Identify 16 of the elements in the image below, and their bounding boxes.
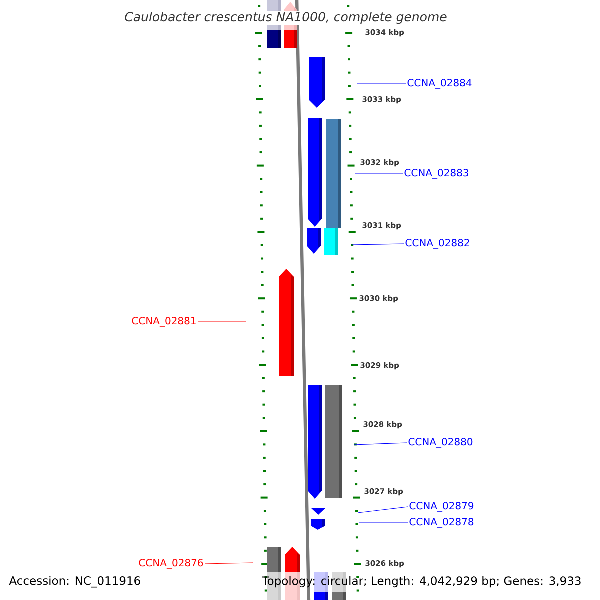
gene-label: CCNA_02884 <box>408 79 472 89</box>
gene-label: CCNA_02878 <box>410 518 474 528</box>
gene-label: CCNA_02880 <box>408 438 473 448</box>
footer-text: Accession: NC_011916 <box>9 576 140 588</box>
title: Caulobacter crescentus NA1000, complete genome <box>124 10 448 26</box>
gene-label: CCNA_02881 <box>132 317 196 327</box>
leader-line <box>358 506 408 514</box>
gene-label: CCNA_02879 <box>410 502 474 512</box>
gene-label: CCNA_02876 <box>139 559 204 569</box>
leader-line <box>358 522 408 524</box>
leader-line <box>204 562 254 564</box>
footer-text: Topology: circular; Length: 4,042,929 bp; Genes: 3,933 <box>262 576 581 588</box>
gene-label: CCNA_02882 <box>406 239 470 249</box>
gene-label: CCNA_02883 <box>404 169 468 179</box>
leader-line <box>354 442 408 446</box>
leader-line <box>352 244 404 246</box>
